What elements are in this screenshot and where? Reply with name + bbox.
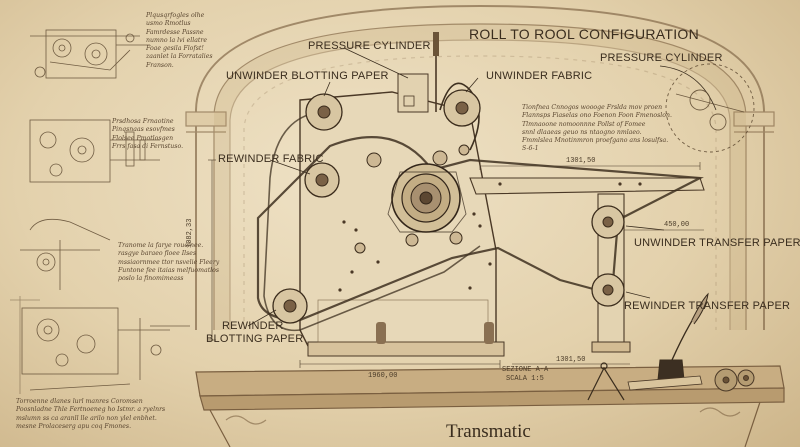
rollers — [272, 89, 625, 324]
arch-shadow — [214, 24, 746, 330]
stone-arch — [185, 4, 775, 330]
label-unwinder-blotting-paper: UNWINDER BLOTTING PAPER — [226, 70, 389, 82]
dim-side-span: 450,00 — [664, 221, 690, 229]
label-rewinder-transfer-paper: REWINDER TRANSFER PAPER — [624, 300, 791, 312]
note-mid-left: Prsdhosa Frnaotine Pinqsnaas esovfmes Fl… — [112, 118, 184, 150]
brand-name: Transmatic — [446, 421, 531, 442]
note-right-block: Tionfnea Cnnogos woooge Frslda mov proen… — [522, 104, 672, 153]
blotting-belt — [263, 111, 481, 332]
dim-base-left: 1960,00 — [368, 372, 398, 380]
label-rewinder-fabric: REWINDER FABRIC — [218, 153, 324, 165]
section-label-1: SEZIONE A-A — [502, 366, 549, 374]
label-rewinder-blotting-2: BLOTTING PAPER — [206, 333, 304, 345]
ink-pot — [657, 292, 709, 381]
dimension-lines — [208, 159, 704, 368]
ruler — [627, 375, 703, 391]
note-bottom-left: Torroenne dlanes lurl manres Coromsen Po… — [16, 398, 166, 430]
dim-top-span: 1301,50 — [566, 157, 596, 165]
leader-lines — [247, 47, 717, 327]
fabric-loop — [439, 82, 480, 151]
bolts — [338, 182, 642, 292]
note-center-left: Tranome la farye rouelnee. rasgye baraeo… — [118, 242, 220, 283]
detail-view — [665, 63, 755, 153]
diagram-title: ROLL TO ROOL CONFIGURATION — [469, 26, 700, 42]
compass — [587, 362, 625, 401]
label-unwinder-fabric: UNWINDER FABRIC — [486, 70, 593, 82]
label-rewinder-blotting-1: REWINDER — [222, 320, 284, 332]
pressure-cylinder — [387, 163, 467, 233]
left-sketch-panel — [10, 29, 190, 394]
label-pressure-cylinder: PRESSURE CYLINDER — [308, 40, 431, 52]
label-unwinder-transfer-paper: UNWINDER TRANSFER PAPER — [634, 237, 800, 249]
label-pressure-cylinder-detail: PRESSURE CYLINDER — [600, 52, 723, 64]
note-top-left: Plqusqrfogles olhe usmo Rmotlus Famrdess… — [146, 12, 213, 69]
dim-base-right: 1301,50 — [556, 356, 586, 364]
gears — [714, 368, 755, 392]
section-label-2: SCALA 1:5 — [506, 375, 544, 383]
